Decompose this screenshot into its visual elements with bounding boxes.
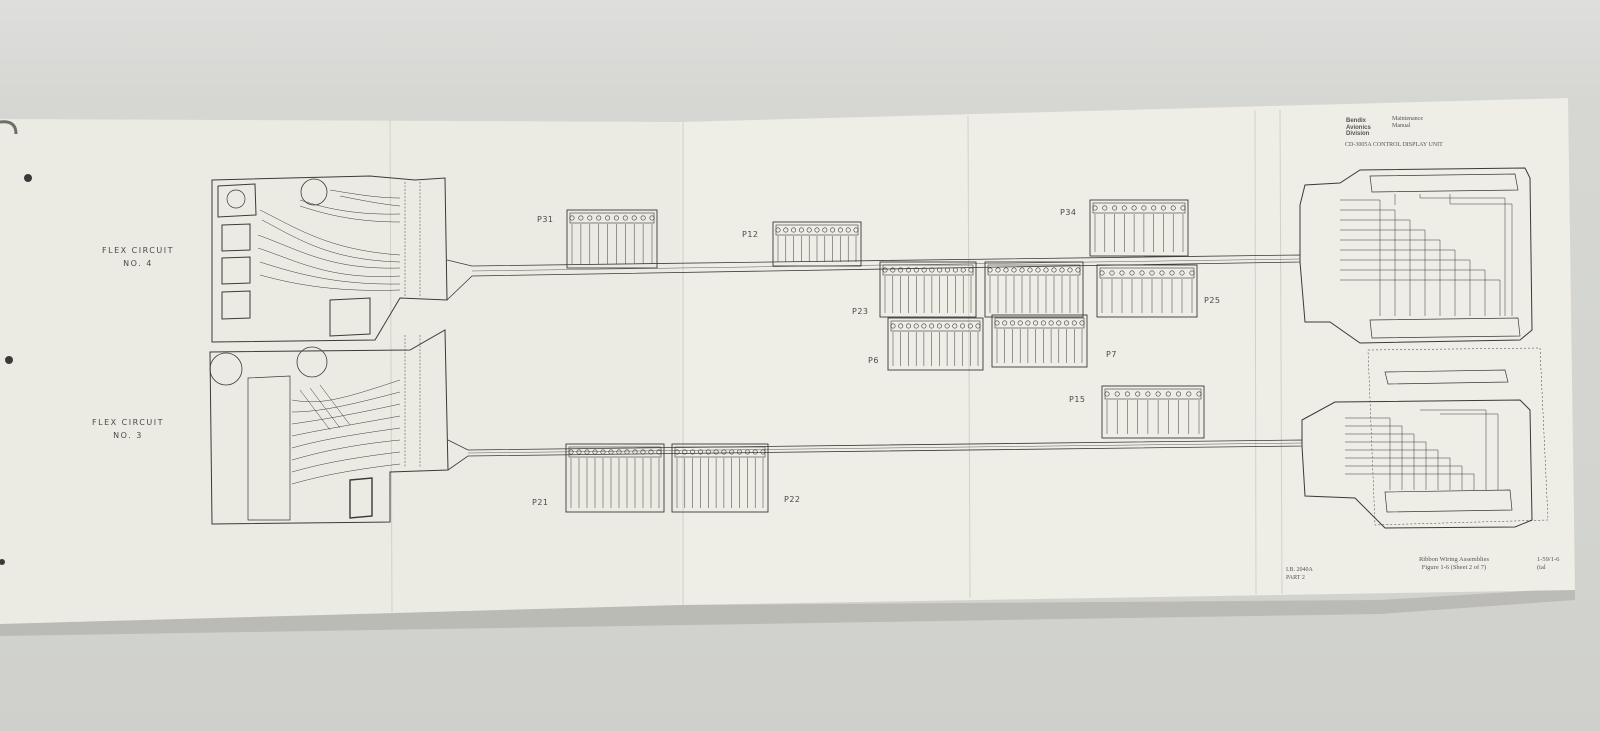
left-page [0, 119, 680, 624]
unit-title: CD-3005A CONTROL DISPLAY UNIT [1345, 142, 1443, 148]
connector-p7 [991, 314, 1088, 368]
connector-p25 [1096, 264, 1198, 318]
doc-id: I.B. 2040A [1286, 567, 1313, 573]
connector-label-p7: P7 [1106, 350, 1117, 359]
company-line-3: Division [1346, 131, 1370, 137]
connector-label-p25: P25 [1204, 296, 1221, 305]
connector-label-p23: P23 [852, 307, 869, 316]
flex-circuit-3-drawing [209, 329, 1549, 529]
figure-caption: Ribbon Wiring Assemblies Figure 1-6 (She… [1384, 556, 1524, 572]
connector-label-p22: P22 [784, 495, 801, 504]
connector-p12 [772, 221, 862, 267]
page-number: 1-59/1-6 (tal [1537, 556, 1597, 572]
connector-p34 [1089, 199, 1189, 257]
manual-line-2: Manual [1392, 122, 1411, 129]
connector-label-p34: P34 [1060, 208, 1077, 217]
flex-circuit-4-label: FLEX CIRCUIT NO. 4 [88, 244, 188, 270]
page-number-line-1: 1-59/1-6 [1537, 556, 1560, 563]
company-name: Bendix Avionics Division [1346, 118, 1406, 138]
manual-type: Maintenance Manual [1392, 116, 1452, 129]
caption-figure: Figure 1-6 (Sheet 2 of 7) [1421, 564, 1487, 571]
connector-p23 [879, 261, 977, 318]
connector-label-p6: P6 [868, 356, 879, 365]
connector-label-p31: P31 [537, 215, 554, 224]
manual-line-1: Maintenance [1392, 116, 1423, 122]
flex-4-line-2: NO. 4 [123, 259, 153, 268]
company-line-1: Bendix [1346, 118, 1367, 124]
connector-p21 [565, 443, 665, 513]
connector-p6 [887, 317, 984, 371]
company-line-2: Avionics [1346, 124, 1371, 131]
flex-3-line-2: NO. 3 [113, 431, 143, 440]
page-number-line-2: (tal [1537, 564, 1546, 571]
right-page [680, 98, 1575, 605]
flex-circuit-3-label: FLEX CIRCUIT NO. 3 [78, 416, 178, 442]
connector-p23b [984, 261, 1084, 318]
caption-title: Ribbon Wiring Assemblies [1418, 556, 1490, 563]
flex-3-line-1: FLEX CIRCUIT [92, 418, 164, 427]
binder-rings [0, 120, 32, 565]
doc-number: I.B. 2040A PART 2 [1286, 566, 1313, 582]
connector-p31 [566, 209, 658, 269]
flex-circuit-4-drawing [211, 167, 1533, 344]
connector-label-p12: P12 [742, 230, 759, 239]
flex-4-line-1: FLEX CIRCUIT [102, 246, 174, 255]
connector-label-p15: P15 [1069, 395, 1086, 404]
connector-p22 [671, 443, 769, 513]
connector-p15 [1101, 385, 1205, 439]
connector-label-p21: P21 [532, 498, 549, 507]
connector-blocks [565, 199, 1205, 513]
doc-part: PART 2 [1286, 575, 1305, 581]
